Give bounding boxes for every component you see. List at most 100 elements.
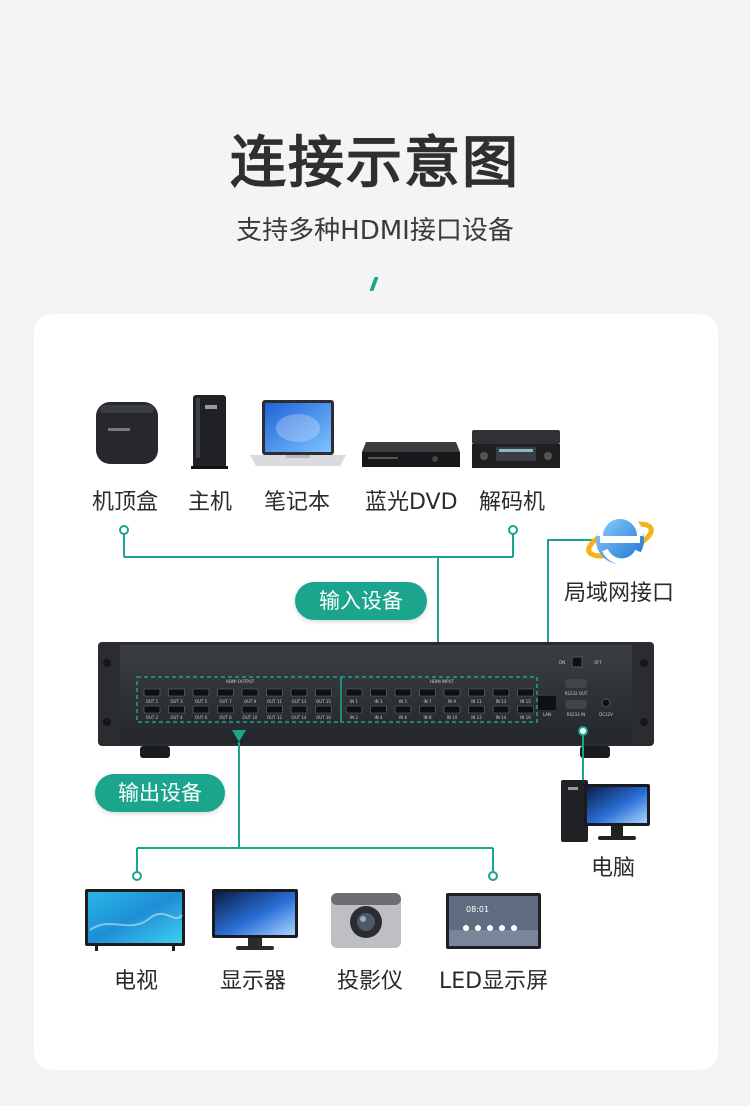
hdmi-group-label: HDMI OUTPUT [226, 679, 255, 684]
hdmi-port-label: OUT 8 [219, 715, 232, 720]
device-label-bluray: 蓝光DVD [365, 490, 458, 515]
hdmi-port-label: OUT 11 [267, 699, 282, 704]
hdmi-port [370, 688, 387, 697]
hdmi-port-label: IN 14 [496, 715, 507, 720]
output-devices-badge: 输出设备 [95, 774, 225, 812]
hdmi-port-label: OUT 6 [195, 715, 208, 720]
pc-tower-icon [191, 395, 228, 469]
desktop-computer-icon [561, 780, 650, 842]
hdmi-port [345, 705, 363, 714]
output-connector-lines [136, 742, 494, 872]
hdmi-port-label: OUT 12 [267, 715, 282, 720]
hdmi-port [345, 688, 363, 697]
hdmi-port-label: IN 2 [350, 715, 358, 720]
led-clock-text: 08:01 [466, 905, 489, 914]
hdmi-port [468, 705, 485, 714]
hdmi-port-label: OUT 14 [292, 715, 307, 720]
hdmi-port [143, 688, 161, 697]
lan-port-label: LAN [543, 712, 551, 717]
computer-label: 电脑 [591, 856, 636, 881]
hdmi-port [192, 705, 210, 714]
hdmi-port [315, 688, 332, 697]
internet-explorer-icon [586, 513, 654, 565]
hdmi-port [217, 705, 234, 714]
rs232-out-label: RS232 OUT [565, 691, 588, 696]
connector-dot [488, 871, 498, 881]
power-on-label: ON [559, 660, 565, 665]
page-title: 连接示意图 [230, 131, 520, 196]
hdmi-port [394, 688, 412, 697]
hdmi-port-label: OUT 10 [243, 715, 258, 720]
hdmi-port [517, 705, 534, 714]
set-top-box-icon [96, 402, 158, 464]
hdmi-port [419, 688, 436, 697]
hdmi-port-label: IN 7 [424, 699, 432, 704]
hdmi-group-label: HDMI INPUT [430, 679, 455, 684]
monitor-icon [212, 889, 298, 950]
hdmi-port [168, 705, 185, 714]
hdmi-port-label: IN 3 [375, 699, 383, 704]
hdmi-port [443, 688, 461, 697]
lan-interface-label: 局域网接口 [564, 581, 675, 606]
bluray-player-icon [362, 442, 460, 467]
hdmi-port [394, 705, 412, 714]
hdmi-port-label: OUT 16 [316, 715, 331, 720]
hdmi-port [290, 688, 308, 697]
hdmi-port-label: IN 12 [471, 715, 482, 720]
hdmi-port [443, 705, 461, 714]
hdmi-port-label: IN 16 [520, 715, 531, 720]
page-subtitle: 支持多种HDMI接口设备 [236, 216, 514, 246]
hdmi-port [168, 688, 185, 697]
device-label-projector: 投影仪 [337, 969, 404, 994]
hdmi-port [266, 705, 283, 714]
tv-icon [85, 889, 185, 951]
hdmi-port [419, 705, 436, 714]
hdmi-port [266, 688, 283, 697]
decoder-icon [472, 430, 560, 468]
hdmi-port-label: IN 10 [447, 715, 458, 720]
hdmi-port-label: IN 5 [399, 699, 407, 704]
hdmi-port-label: OUT 9 [244, 699, 257, 704]
hdmi-port-label: OUT 7 [219, 699, 232, 704]
hdmi-port-label: OUT 4 [170, 715, 183, 720]
connector-dot [508, 525, 518, 535]
device-label-tv: 电视 [114, 969, 159, 994]
device-label-monitor: 显示器 [220, 969, 287, 994]
hdmi-port [143, 705, 161, 714]
hdmi-port-label: IN 6 [399, 715, 407, 720]
hdmi-port [290, 705, 308, 714]
hdmi-port-label: IN 1 [350, 699, 358, 704]
rs232-in-label: RS232 IN [567, 712, 585, 717]
hdmi-port-label: IN 13 [496, 699, 507, 704]
connector-dot [119, 525, 129, 535]
device-label-set-top-box: 机顶盒 [92, 490, 159, 515]
hdmi-port-label: IN 15 [520, 699, 531, 704]
dc-label: DC12V [599, 712, 613, 717]
hdmi-port [315, 705, 332, 714]
hdmi-port-label: OUT 15 [316, 699, 331, 704]
device-label-host: 主机 [188, 490, 233, 515]
hdmi-port [241, 688, 259, 697]
hdmi-port-label: OUT 5 [195, 699, 208, 704]
connector-dot [132, 871, 142, 881]
hdmi-port-label: OUT 1 [146, 699, 159, 704]
input-connector-lines [123, 534, 514, 655]
device-label-decoder: 解码机 [479, 490, 546, 515]
hdmi-port [492, 705, 510, 714]
hdmi-port [241, 705, 259, 714]
hdmi-port [192, 688, 210, 697]
led-screen-icon: 08:01 [446, 893, 541, 949]
hdmi-port-label: IN 11 [471, 699, 482, 704]
hdmi-port-label: IN 8 [424, 715, 432, 720]
power-off-label: OFF [594, 660, 602, 665]
hdmi-port [217, 688, 234, 697]
laptop-icon [250, 400, 346, 466]
hdmi-port [468, 688, 485, 697]
hdmi-port-label: OUT 13 [292, 699, 307, 704]
connector-dot [578, 726, 588, 736]
device-label-laptop: 笔记本 [264, 490, 331, 515]
input-devices-badge: 输入设备 [295, 582, 427, 620]
device-label-led-screen: LED显示屏 [439, 969, 549, 994]
hdmi-port-label: IN 4 [375, 715, 383, 720]
